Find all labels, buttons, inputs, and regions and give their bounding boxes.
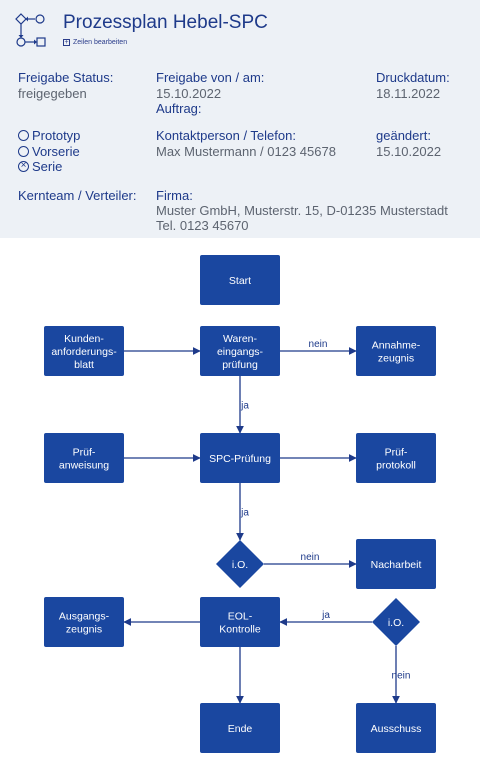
flow-node-protokoll: Prüf-protokoll xyxy=(356,433,436,483)
release-status-value: freigegeben xyxy=(18,86,87,101)
flow-node-shape xyxy=(372,598,420,646)
stage-label: Serie xyxy=(32,159,63,174)
flow-node-shape xyxy=(200,597,280,647)
stage-radio-vorserie[interactable]: Vorserie xyxy=(18,144,80,159)
flow-node-label: zeugnis xyxy=(66,624,102,636)
release-by-label: Freigabe von / am: xyxy=(156,70,265,85)
process-plan-icon xyxy=(15,13,46,47)
flow-node-shape xyxy=(200,433,280,483)
flow-node-kunden: Kunden-anforderungs-blatt xyxy=(44,326,124,376)
flow-node-annahme: Annahme-zeugnis xyxy=(356,326,436,376)
company-label: Firma: xyxy=(156,188,193,203)
flow-node-label: i.O. xyxy=(232,559,248,571)
header-panel: Prozessplan Hebel-SPC + Zeilen bearbeite… xyxy=(0,0,480,238)
radio-serie-checked-icon xyxy=(18,159,29,173)
print-date-label: Druckdatum: xyxy=(376,70,450,85)
company-phone: Tel. 0123 45670 xyxy=(156,218,249,233)
flow-node-label: Ausgangs- xyxy=(59,611,110,623)
flow-node-label: EOL- xyxy=(228,611,253,623)
radio-vorserie-icon xyxy=(18,146,29,157)
changed-value: 15.10.2022 xyxy=(376,144,442,159)
company-address: Muster GmbH, Musterstr. 15, D-01235 Must… xyxy=(156,203,448,218)
flow-node-label: Annahme- xyxy=(372,340,421,352)
process-flowchart: nein ja ja nein ja nein StartKunden-anforderu… xyxy=(44,255,436,753)
flow-node-label: eingangs- xyxy=(217,346,264,358)
page-title: Prozessplan Hebel-SPC xyxy=(63,12,268,33)
flow-node-eol: EOL-Kontrolle xyxy=(200,597,280,647)
flow-node-shape xyxy=(216,540,264,588)
changed-label: geändert: xyxy=(376,128,431,143)
edit-rows-label: Zeilen bearbeiten xyxy=(73,39,128,46)
flow-node-io1: i.O. xyxy=(216,540,264,588)
flow-node-label: anforderungs- xyxy=(51,346,117,358)
flow-node-label: Prüf- xyxy=(385,447,408,459)
team-label: Kernteam / Verteiler: xyxy=(18,188,137,203)
release-status-label: Freigabe Status: xyxy=(18,70,114,85)
flow-node-label: anweisung xyxy=(59,460,109,472)
flow-node-start: Start xyxy=(200,255,280,305)
flow-node-shape xyxy=(356,433,436,483)
flow-node-label: Start xyxy=(229,275,251,287)
edge-label-waren-annahme: nein xyxy=(309,339,328,350)
flow-node-label: Ausschuss xyxy=(371,723,422,735)
edge-label-io2-ausschuss: nein xyxy=(392,671,411,682)
flow-node-ausschuss: Ausschuss xyxy=(356,703,436,753)
flow-node-shape xyxy=(356,539,436,589)
flow-node-label: Nacharbeit xyxy=(371,559,422,571)
flow-node-label: protokoll xyxy=(376,460,416,472)
flow-node-shape xyxy=(200,255,280,305)
flow-node-label: SPC-Prüfung xyxy=(209,453,271,465)
flow-node-pruefanw: Prüf-anweisung xyxy=(44,433,124,483)
edge-label-io1-nacharbeit: nein xyxy=(301,552,320,563)
plus-icon: + xyxy=(63,39,70,46)
edge-label-waren-spc: ja xyxy=(240,401,249,412)
flow-node-shape xyxy=(356,326,436,376)
flow-node-shape xyxy=(200,326,280,376)
flow-node-nacharbeit: Nacharbeit xyxy=(356,539,436,589)
edge-label-spc-io1: ja xyxy=(240,508,249,519)
order-label: Auftrag: xyxy=(156,101,202,116)
flow-node-label: zeugnis xyxy=(378,353,414,365)
flow-node-spc: SPC-Prüfung xyxy=(200,433,280,483)
stage-label: Prototyp xyxy=(32,128,81,143)
flow-node-shape xyxy=(356,703,436,753)
contact-label: Kontaktperson / Telefon: xyxy=(156,128,296,143)
flow-node-label: Prüf- xyxy=(73,447,96,459)
flow-node-label: Ende xyxy=(228,723,253,735)
stage-radio-serie[interactable]: Serie xyxy=(18,159,62,174)
stage-radio-prototyp[interactable]: Prototyp xyxy=(18,128,80,143)
flow-node-label: Waren- xyxy=(223,333,258,345)
flow-node-label: i.O. xyxy=(388,617,404,629)
flow-node-shape xyxy=(44,597,124,647)
flow-node-shape xyxy=(44,326,124,376)
stage-label: Vorserie xyxy=(32,144,80,159)
flow-node-waren: Waren-eingangs-prüfung xyxy=(200,326,280,376)
print-date-value: 18.11.2022 xyxy=(376,86,441,101)
radio-prototyp-icon xyxy=(18,130,29,141)
flow-node-shape xyxy=(44,433,124,483)
flow-node-label: Kontrolle xyxy=(219,624,261,636)
flow-node-label: blatt xyxy=(74,359,94,371)
contact-value: Max Mustermann / 0123 45678 xyxy=(156,144,336,159)
flow-node-shape xyxy=(200,703,280,753)
flow-node-io2: i.O. xyxy=(372,598,420,646)
release-by-value: 15.10.2022 xyxy=(156,86,222,101)
flow-node-ausgang: Ausgangs-zeugnis xyxy=(44,597,124,647)
edge-label-io2-eol: ja xyxy=(321,610,330,621)
edit-rows-button[interactable]: + Zeilen bearbeiten xyxy=(63,39,127,46)
flow-node-label: prüfung xyxy=(222,359,258,371)
flow-node-ende: Ende xyxy=(200,703,280,753)
flow-node-label: Kunden- xyxy=(64,333,104,345)
